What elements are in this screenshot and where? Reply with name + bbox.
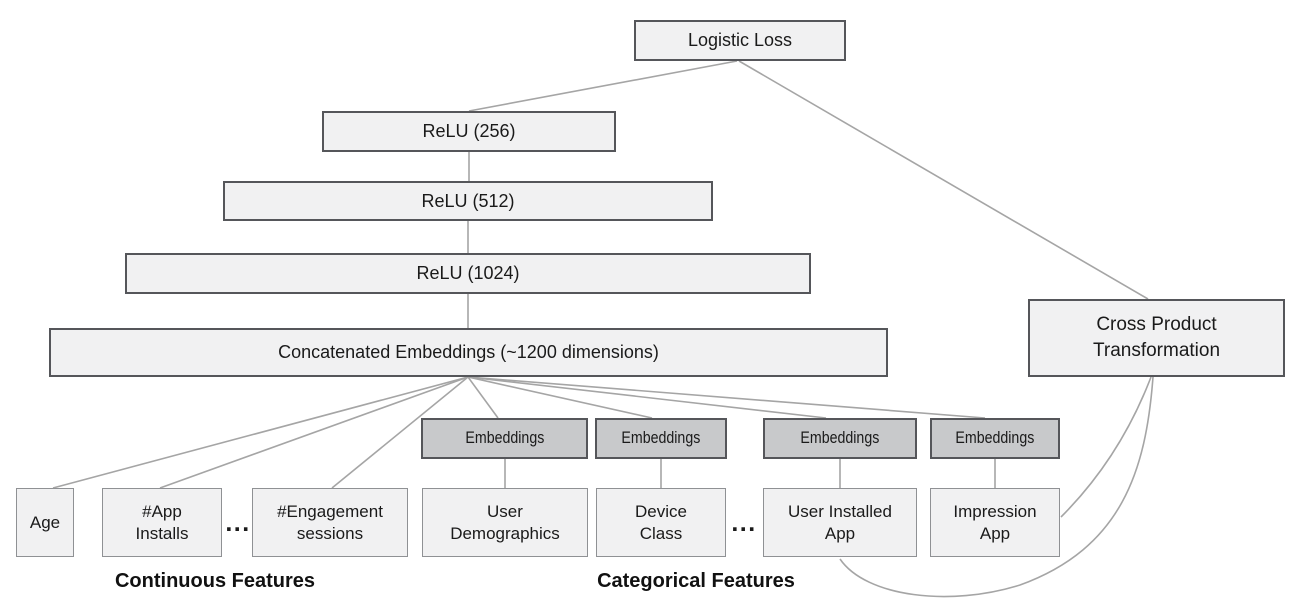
node-embeddings-2: Embeddings bbox=[595, 418, 727, 459]
embeddings-label: Embeddings bbox=[621, 429, 701, 448]
node-impression-app: Impression App bbox=[930, 488, 1060, 557]
label-categorical-features: Categorical Features bbox=[597, 569, 795, 592]
ellipsis-categorical: ... bbox=[731, 508, 757, 537]
node-relu-512: ReLU (512) bbox=[223, 181, 713, 221]
node-embeddings-1: Embeddings bbox=[421, 418, 588, 459]
node-relu-1024: ReLU (1024) bbox=[125, 253, 811, 294]
ellipsis-continuous: ... bbox=[225, 508, 251, 537]
node-cross-product-transformation: Cross Product Transformation bbox=[1028, 299, 1285, 377]
node-embeddings-4: Embeddings bbox=[930, 418, 1060, 459]
node-app-installs: #App Installs bbox=[102, 488, 222, 557]
node-embeddings-3: Embeddings bbox=[763, 418, 917, 459]
label-continuous-features: Continuous Features bbox=[114, 569, 315, 592]
node-age: Age bbox=[16, 488, 74, 557]
node-concatenated-embeddings: Concatenated Embeddings (~1200 dimension… bbox=[49, 328, 888, 377]
embeddings-label: Embeddings bbox=[465, 429, 544, 448]
node-relu-256: ReLU (256) bbox=[322, 111, 616, 152]
embeddings-label: Embeddings bbox=[955, 429, 1035, 448]
node-user-demographics: User Demographics bbox=[422, 488, 588, 557]
embeddings-label: Embeddings bbox=[800, 429, 880, 448]
node-engagement-sessions: #Engagement sessions bbox=[252, 488, 408, 557]
node-logistic-loss: Logistic Loss bbox=[634, 20, 846, 61]
node-user-installed-app: User Installed App bbox=[763, 488, 917, 557]
node-device-class: Device Class bbox=[596, 488, 726, 557]
